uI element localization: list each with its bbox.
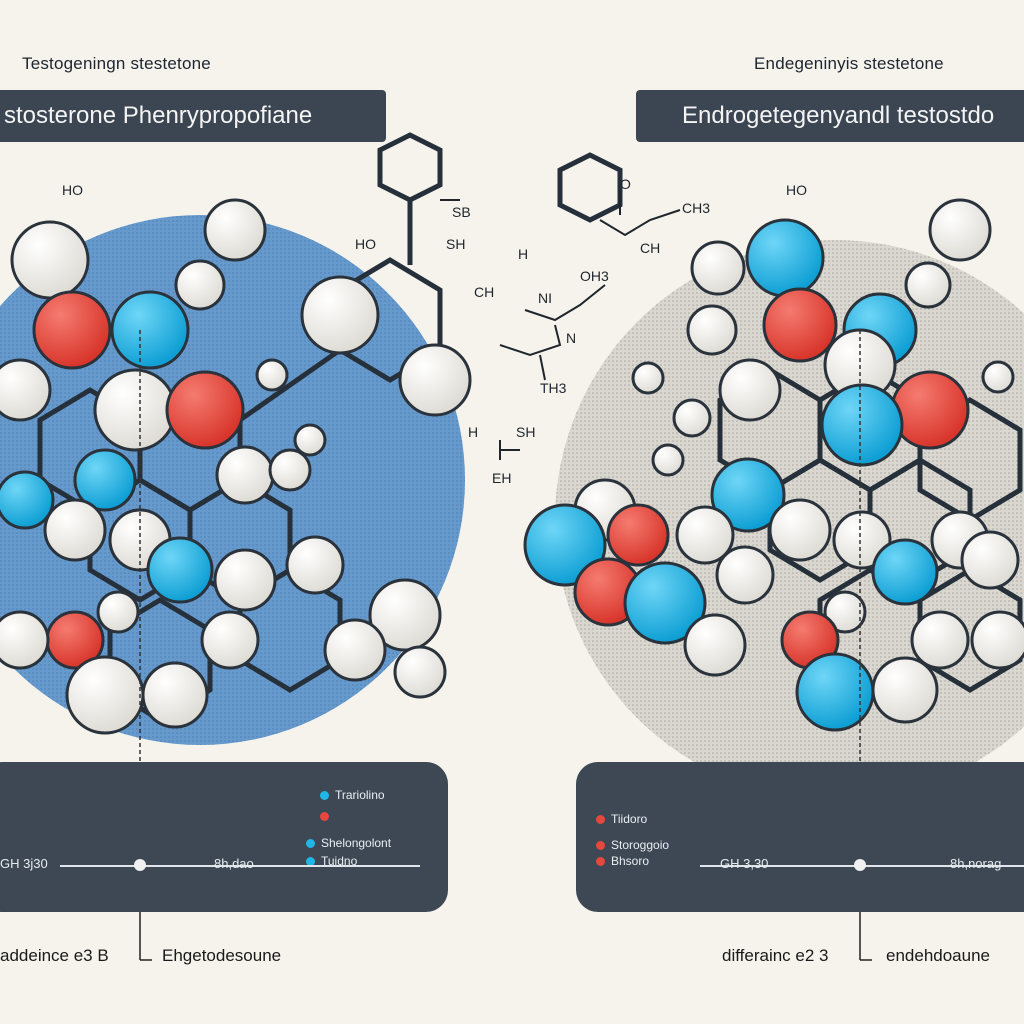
- right-bottom-right-label: endehdoaune: [886, 946, 991, 965]
- left-banner-text: stosterone Phenrypropofiane: [4, 102, 313, 129]
- left-legend-dot-3: [306, 838, 315, 848]
- right-legend-dot-3: [596, 856, 605, 866]
- center-label-n: N: [566, 330, 577, 346]
- left-legend-item-1: Trariolino: [320, 788, 385, 802]
- center-label-eh: EH: [492, 470, 512, 486]
- left-axis-line: [60, 865, 420, 867]
- left-legend-label-4: Tuidno: [321, 854, 358, 868]
- left-ho-label: HO: [62, 182, 83, 198]
- right-legend-item-1: Tiidoro: [596, 812, 647, 826]
- right-legend-item-3: Bhsoro: [596, 854, 649, 868]
- right-axis-right-label: 8h,norag: [950, 856, 1002, 871]
- center-label-o: O: [620, 176, 631, 192]
- center-label-sb: SB: [452, 204, 471, 220]
- center-label-h: H: [468, 424, 479, 440]
- center-label-th3: TH3: [540, 380, 567, 396]
- right-banner-text: Endrogetegenyandl testostdo: [682, 102, 995, 129]
- left-banner: stosterone Phenrypropofiane: [0, 90, 386, 142]
- right-legend-label-1: Tiidoro: [611, 812, 648, 826]
- center-label-h2: H: [518, 246, 529, 262]
- left-axis-marker: [134, 859, 146, 871]
- center-structural-formula: [440, 190, 681, 460]
- left-legend-item-2: [320, 812, 335, 821]
- right-small-title: Endegeninyis stestetone: [754, 54, 944, 73]
- left-small-title: Testogeningn stestetone: [22, 54, 211, 73]
- left-legend-label-1: Trariolino: [335, 788, 385, 802]
- right-legend-dot-2: [596, 840, 605, 850]
- center-label-ch-b: CH: [640, 240, 661, 256]
- right-legend-label-2: Storoggoio: [611, 838, 670, 852]
- left-legend-panel: [0, 762, 448, 912]
- right-legend-label-3: Bhsoro: [611, 854, 650, 868]
- right-legend-panel: [576, 762, 1024, 912]
- left-atoms: [0, 198, 472, 735]
- center-label-sh: SH: [446, 236, 466, 252]
- left-legend-dot-1: [320, 790, 329, 800]
- left-legend-dot-2: [320, 812, 329, 821]
- left-legend-label-3: Shelongolont: [321, 836, 392, 850]
- center-label-ch3: CH3: [682, 200, 711, 216]
- left-axis-right-label: 8h,dao: [214, 856, 254, 871]
- left-legend-item-3: Shelongolont: [306, 836, 391, 850]
- right-atoms: [523, 198, 1024, 732]
- left-bottom-label: addeince e3 B: [0, 946, 109, 965]
- right-legend-dot-1: [596, 814, 605, 824]
- right-axis-marker: [854, 859, 866, 871]
- right-bottom-label: differainc e2 3: [722, 946, 829, 965]
- center-label-sh2: SH: [516, 424, 536, 440]
- center-label-ch: CH: [474, 284, 495, 300]
- center-label-ni: NI: [538, 290, 552, 306]
- left-legend-item-4: Tuidno: [306, 854, 357, 868]
- left-bottom-right-label: Ehgetodesoune: [162, 946, 282, 965]
- center-label-oh3: OH3: [580, 268, 609, 284]
- left-axis-left-label: GH 3j30: [0, 856, 48, 871]
- right-ho-label: HO: [786, 182, 807, 198]
- left-legend-dot-4: [306, 856, 315, 866]
- center-label-ho: HO: [355, 236, 376, 252]
- right-legend-item-2: Storoggoio: [596, 838, 669, 852]
- right-axis-left-label: GH 3,30: [720, 856, 769, 871]
- right-banner: Endrogetegenyandl testostdo: [636, 90, 1024, 142]
